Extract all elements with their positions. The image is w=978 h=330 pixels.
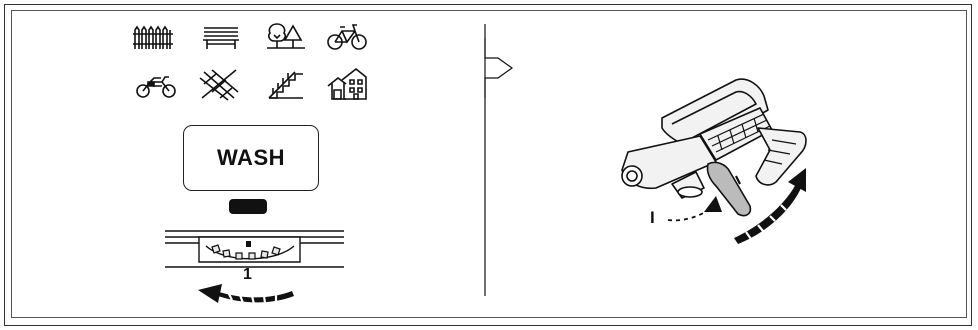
inner-frame <box>11 10 967 318</box>
wash-button[interactable]: WASH <box>183 125 319 191</box>
rotate-up-arrow <box>734 168 806 244</box>
wash-button-label: WASH <box>217 145 285 170</box>
dial-step-label: 1 <box>243 266 252 283</box>
bicycle-icon <box>326 20 368 52</box>
trees-icon <box>265 18 307 52</box>
indicator-light <box>229 199 267 214</box>
step-chevron <box>484 38 514 98</box>
fence-icon <box>132 22 174 52</box>
rotate-left-arrow <box>198 284 294 303</box>
motorcycle-icon <box>135 70 177 100</box>
paving-icon <box>198 68 240 102</box>
trigger-step-label: I <box>650 208 655 227</box>
bench-icon <box>200 22 242 52</box>
house-icon <box>326 66 368 102</box>
pull-trigger-arrow <box>667 205 715 222</box>
stairs-icon <box>265 68 307 102</box>
spray-gun <box>621 78 807 217</box>
